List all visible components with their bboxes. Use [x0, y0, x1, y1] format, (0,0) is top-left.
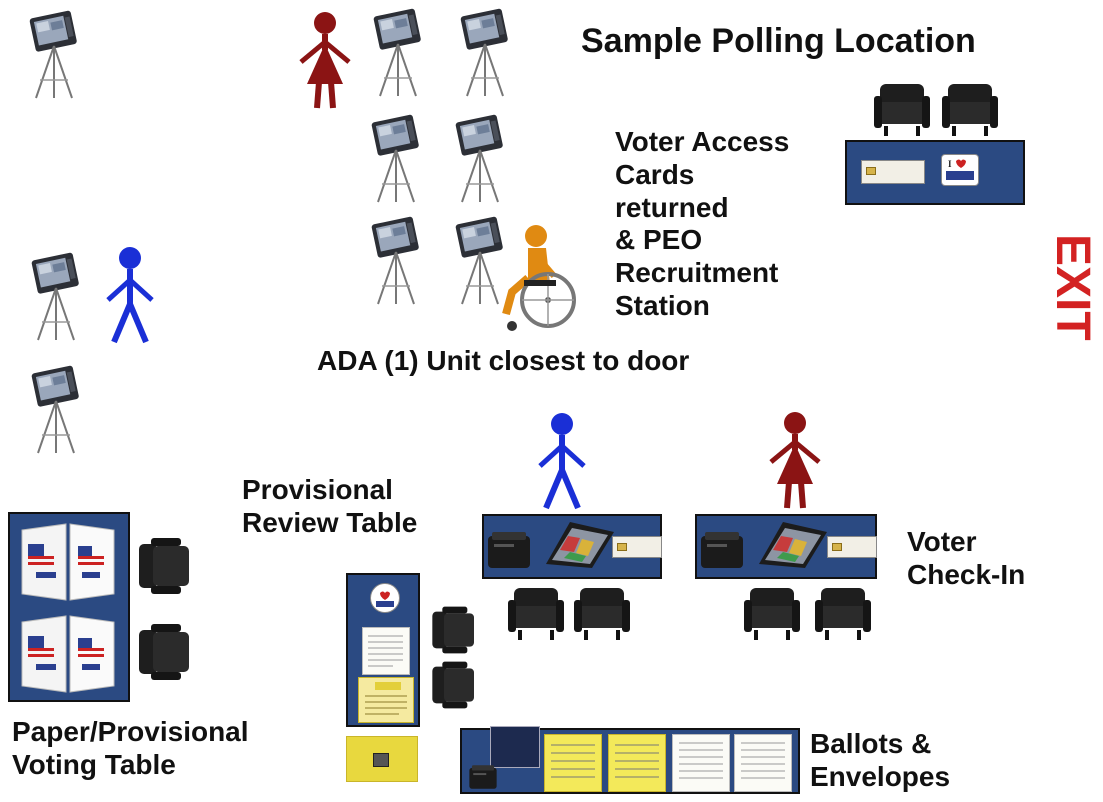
access-card-icon: [827, 536, 877, 558]
paper-provisional-label: Paper/Provisional Voting Table: [12, 716, 249, 782]
voter-access-line: & PEO: [615, 224, 703, 256]
provisional-review-line: Provisional: [242, 474, 393, 505]
access-card-icon: [861, 160, 925, 184]
exit-sign: EXIT: [1046, 234, 1099, 341]
envelope-icon: [608, 734, 666, 792]
chair-icon: [137, 536, 193, 596]
ballot-icon: [734, 734, 792, 792]
voting-booth-icon: [16, 522, 120, 602]
envelope-icon: [544, 734, 602, 792]
chair-icon: [424, 660, 484, 710]
chair-icon: [742, 586, 802, 642]
chair-icon: [572, 586, 632, 642]
printer-icon: [699, 530, 745, 570]
voting-machine-icon: [366, 114, 426, 204]
voter-check-in-label: Voter Check-In: [907, 526, 1025, 592]
check-in-table: [482, 514, 662, 579]
printer-icon: [466, 764, 500, 790]
paper-provisional-voting-table: [8, 512, 130, 702]
chair-icon: [813, 586, 873, 642]
voting-booth-icon: [16, 614, 120, 694]
svg-text:I: I: [948, 159, 952, 169]
voting-machine-icon: [455, 8, 515, 98]
access-station-table: I: [845, 140, 1025, 205]
voter-access-line: Recruitment: [615, 257, 779, 288]
female-voter-icon: [765, 410, 825, 510]
paper-provisional-line: Paper/Provisional: [12, 716, 249, 747]
voting-machine-icon: [366, 216, 426, 306]
i-voted-sticker-icon: [370, 583, 400, 613]
paper-provisional-line: Voting Table: [12, 748, 176, 780]
voter-access-line: Station: [615, 289, 710, 321]
chair-icon: [424, 605, 484, 655]
provisional-review-table: [346, 573, 420, 727]
voter-check-in-line: Voter: [907, 526, 977, 557]
i-voted-sticker-icon: I: [941, 154, 979, 186]
voter-access-label: Voter Access Cards returned & PEO Recrui…: [615, 126, 789, 323]
ballots-envelopes-label: Ballots & Envelopes: [810, 728, 950, 794]
envelope-icon: [346, 736, 418, 782]
ballots-envelopes-line: Envelopes: [810, 760, 951, 792]
voter-access-line: Cards: [615, 158, 695, 190]
ballot-icon: [672, 734, 730, 792]
access-card-icon: [612, 536, 662, 558]
voter-access-line: Voter Access: [615, 126, 790, 157]
voting-machine-icon: [368, 8, 428, 98]
voting-machine-icon: [24, 10, 84, 100]
female-voter-icon: [295, 10, 355, 110]
voting-machine-icon: [450, 114, 510, 204]
voting-machine-icon: [26, 252, 86, 342]
voter-check-in-line: Check-In: [907, 558, 1026, 590]
ballots-envelopes-line: Ballots &: [810, 728, 932, 759]
male-voter-icon: [100, 244, 160, 344]
page-title: Sample Polling Location: [581, 22, 976, 60]
male-voter-icon: [532, 410, 592, 510]
tablet-icon: [536, 520, 616, 570]
chair-icon: [506, 586, 566, 642]
chair-icon: [940, 82, 1000, 138]
document-icon: [362, 627, 410, 675]
provisional-review-label: Provisional Review Table: [242, 474, 417, 540]
printer-icon: [486, 530, 532, 570]
wheelchair-voter-icon: [498, 222, 578, 332]
chair-icon: [137, 622, 193, 682]
chair-icon: [872, 82, 932, 138]
ballot-box-icon: [490, 726, 540, 768]
tablet-icon: [749, 520, 829, 570]
ada-label: ADA (1) Unit closest to door: [317, 345, 690, 376]
provisional-review-line: Review Table: [242, 506, 418, 538]
ballots-envelopes-table: [460, 726, 800, 794]
check-in-table: [695, 514, 877, 579]
voting-machine-icon: [26, 365, 86, 455]
voter-access-line: returned: [615, 191, 729, 223]
envelope-icon: [358, 677, 414, 723]
